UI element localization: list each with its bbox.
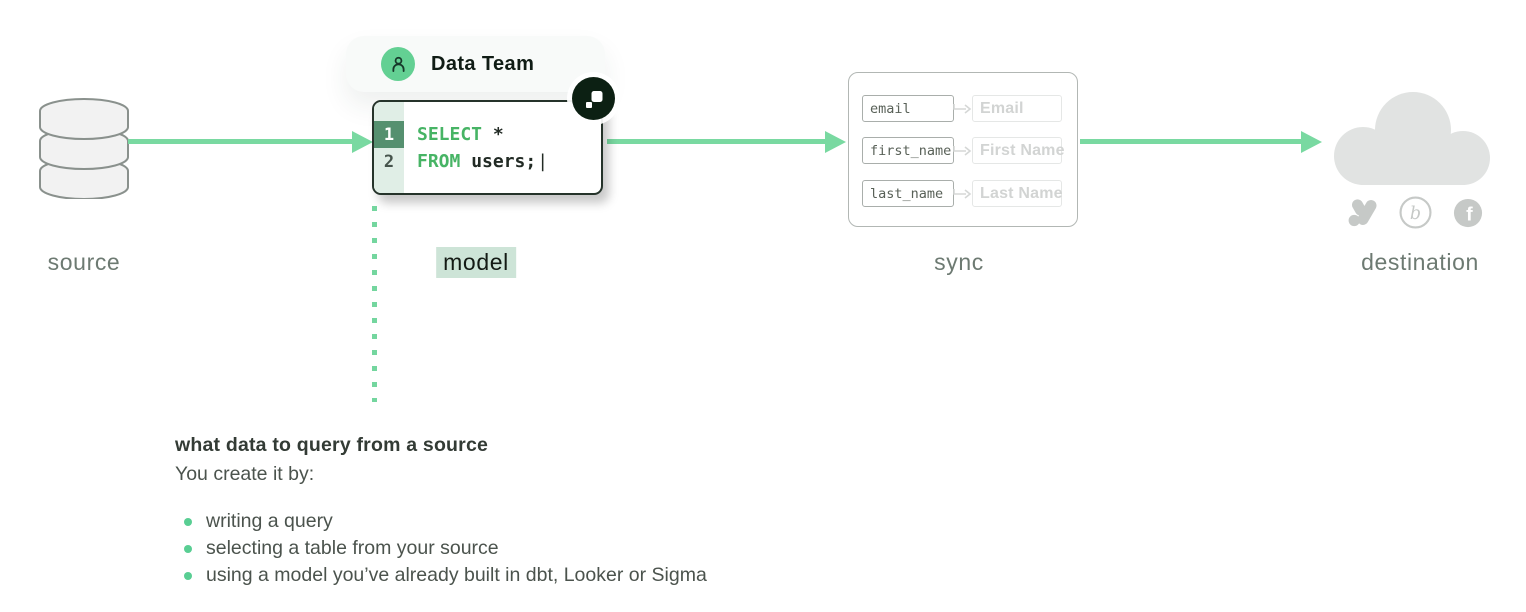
destination-field: Email — [972, 95, 1062, 122]
mapping-row: first_name First Name — [862, 137, 1065, 164]
mapping-arrow-icon — [953, 142, 973, 160]
line-number: 1 — [374, 121, 404, 148]
facebook-icon: f — [1453, 198, 1483, 233]
line-number-gutter: 1 2 — [374, 102, 404, 193]
sql-code: users; — [460, 151, 537, 172]
stage-label-destination: destination — [1361, 249, 1479, 275]
source-field: last_name — [862, 180, 954, 207]
facebook-letter: f — [1466, 203, 1473, 225]
mapping-row: email Email — [862, 95, 1062, 122]
code-line: SELECT * — [417, 121, 601, 148]
stage-label-model: model — [436, 247, 516, 278]
google-ads-icon — [1348, 198, 1378, 232]
braze-icon: b — [1399, 196, 1432, 234]
line-number: 2 — [383, 151, 395, 172]
destination-field: Last Name — [972, 180, 1063, 207]
sql-code: * — [482, 124, 504, 145]
destination-field: First Name — [972, 137, 1065, 164]
bullet-item: using a model you’ve already built in db… — [175, 562, 875, 589]
arrow-sync-to-destination — [1080, 139, 1301, 144]
sync-mapping-box: email Email first_name First Name last_n… — [848, 72, 1078, 227]
destination-logos: b f — [1348, 196, 1483, 234]
stage-label-sync: sync — [934, 249, 984, 275]
sql-editor: 1 2 SELECT * FROM users;| — [372, 100, 603, 195]
data-team-label: Data Team — [431, 52, 535, 75]
model-highlight: model — [436, 247, 516, 278]
mapping-arrow-icon — [953, 100, 973, 118]
cloud-icon — [1333, 92, 1493, 191]
stage-label-source: source — [47, 249, 121, 275]
arrow-source-to-model — [128, 139, 352, 144]
braze-letter: b — [1410, 204, 1421, 224]
arrow-model-to-sync — [607, 139, 825, 144]
person-icon — [381, 47, 415, 81]
code-line: FROM users;| — [417, 148, 601, 175]
text-cursor: | — [537, 151, 549, 172]
dotted-connector-line — [372, 206, 377, 402]
mapping-arrow-icon — [953, 185, 973, 203]
sql-keyword: FROM — [417, 151, 461, 172]
mapping-row: last_name Last Name — [862, 180, 1063, 207]
source-field: first_name — [862, 137, 954, 164]
bullet-item: writing a query — [175, 508, 875, 535]
annotation-intro: You create it by: — [175, 463, 315, 485]
annotation-bullet-list: writing a query selecting a table from y… — [175, 508, 875, 589]
code-area: SELECT * FROM users;| — [404, 102, 601, 193]
sql-keyword: SELECT — [417, 124, 483, 145]
model-annotation: what data to query from a source You cre… — [175, 434, 875, 589]
database-icon — [38, 97, 130, 204]
annotation-heading: what data to query from a source — [175, 434, 489, 456]
hightouch-logo-badge — [572, 77, 615, 120]
bullet-item: selecting a table from your source — [175, 535, 875, 562]
source-field: email — [862, 95, 954, 122]
data-team-chip: Data Team — [346, 36, 605, 92]
